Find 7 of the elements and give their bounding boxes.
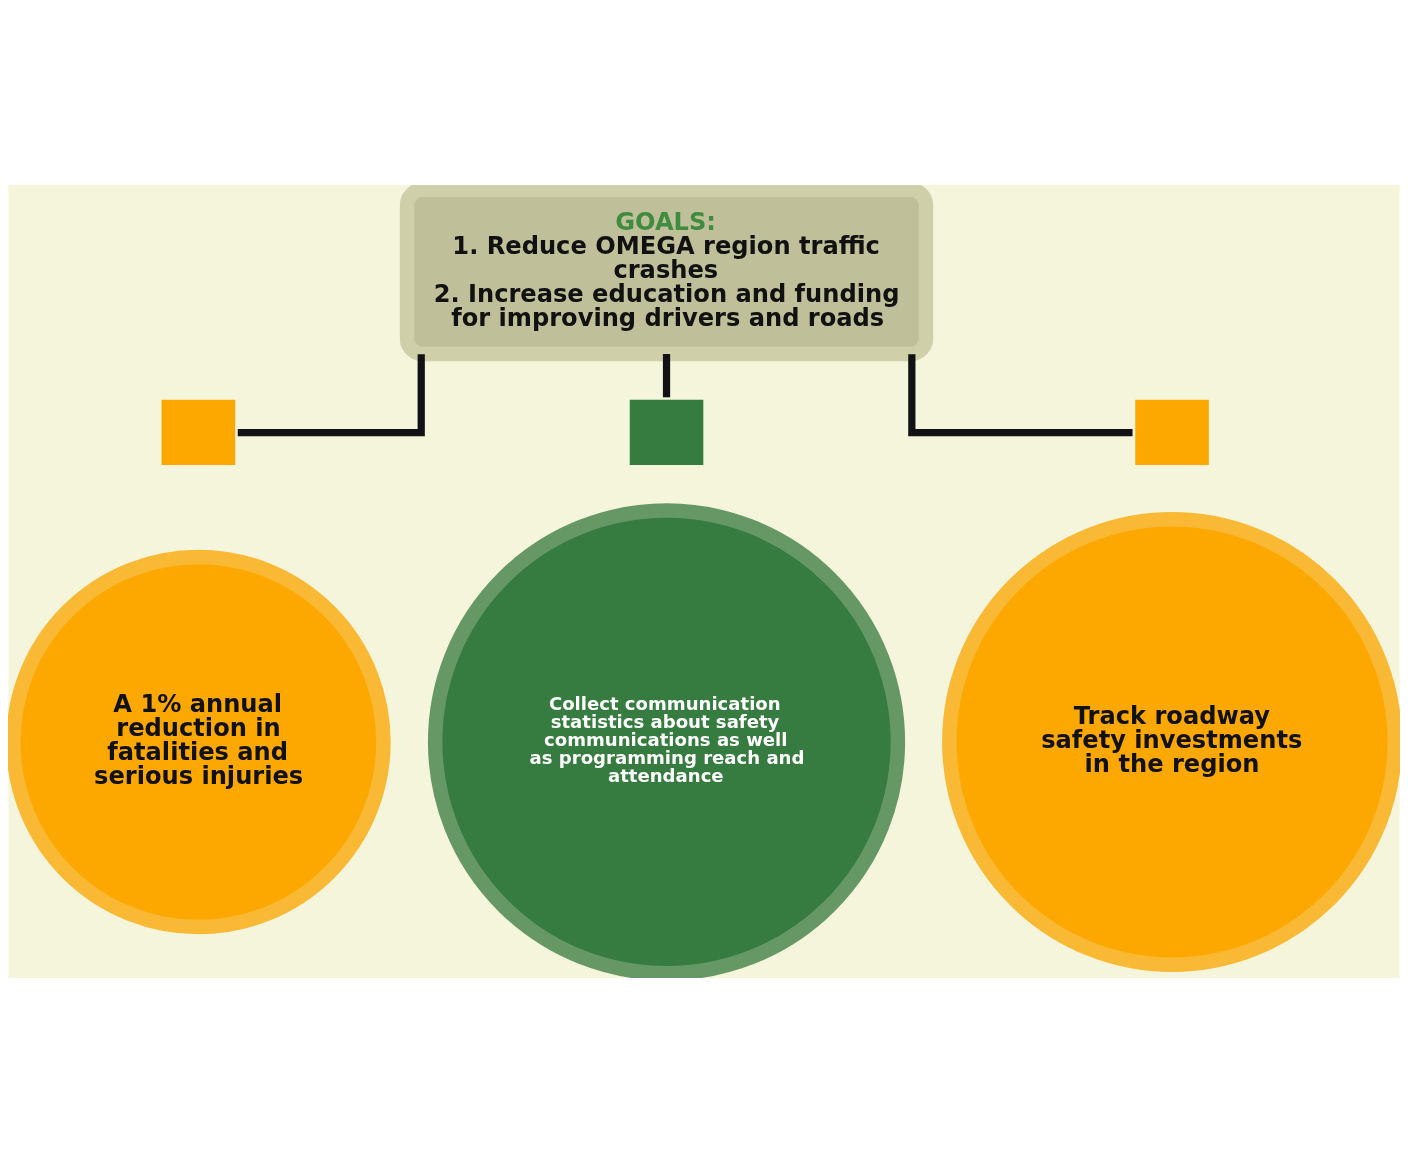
connector [662,353,671,397]
connector [908,353,1133,436]
node-box: GOALS: 1. Reduce OMEGA region traffic crashes 2. Increase education and funding for improving drivers and roads [399,184,934,361]
connector [237,353,425,436]
node-circle: Track roadway safety investments in the region [942,511,1400,972]
node-circle: Collect communication statistics about safety communications as well as programming reach and attendance [427,502,906,978]
node-circle: A 1% annual reduction in fatalities and serious injuries [8,549,391,934]
